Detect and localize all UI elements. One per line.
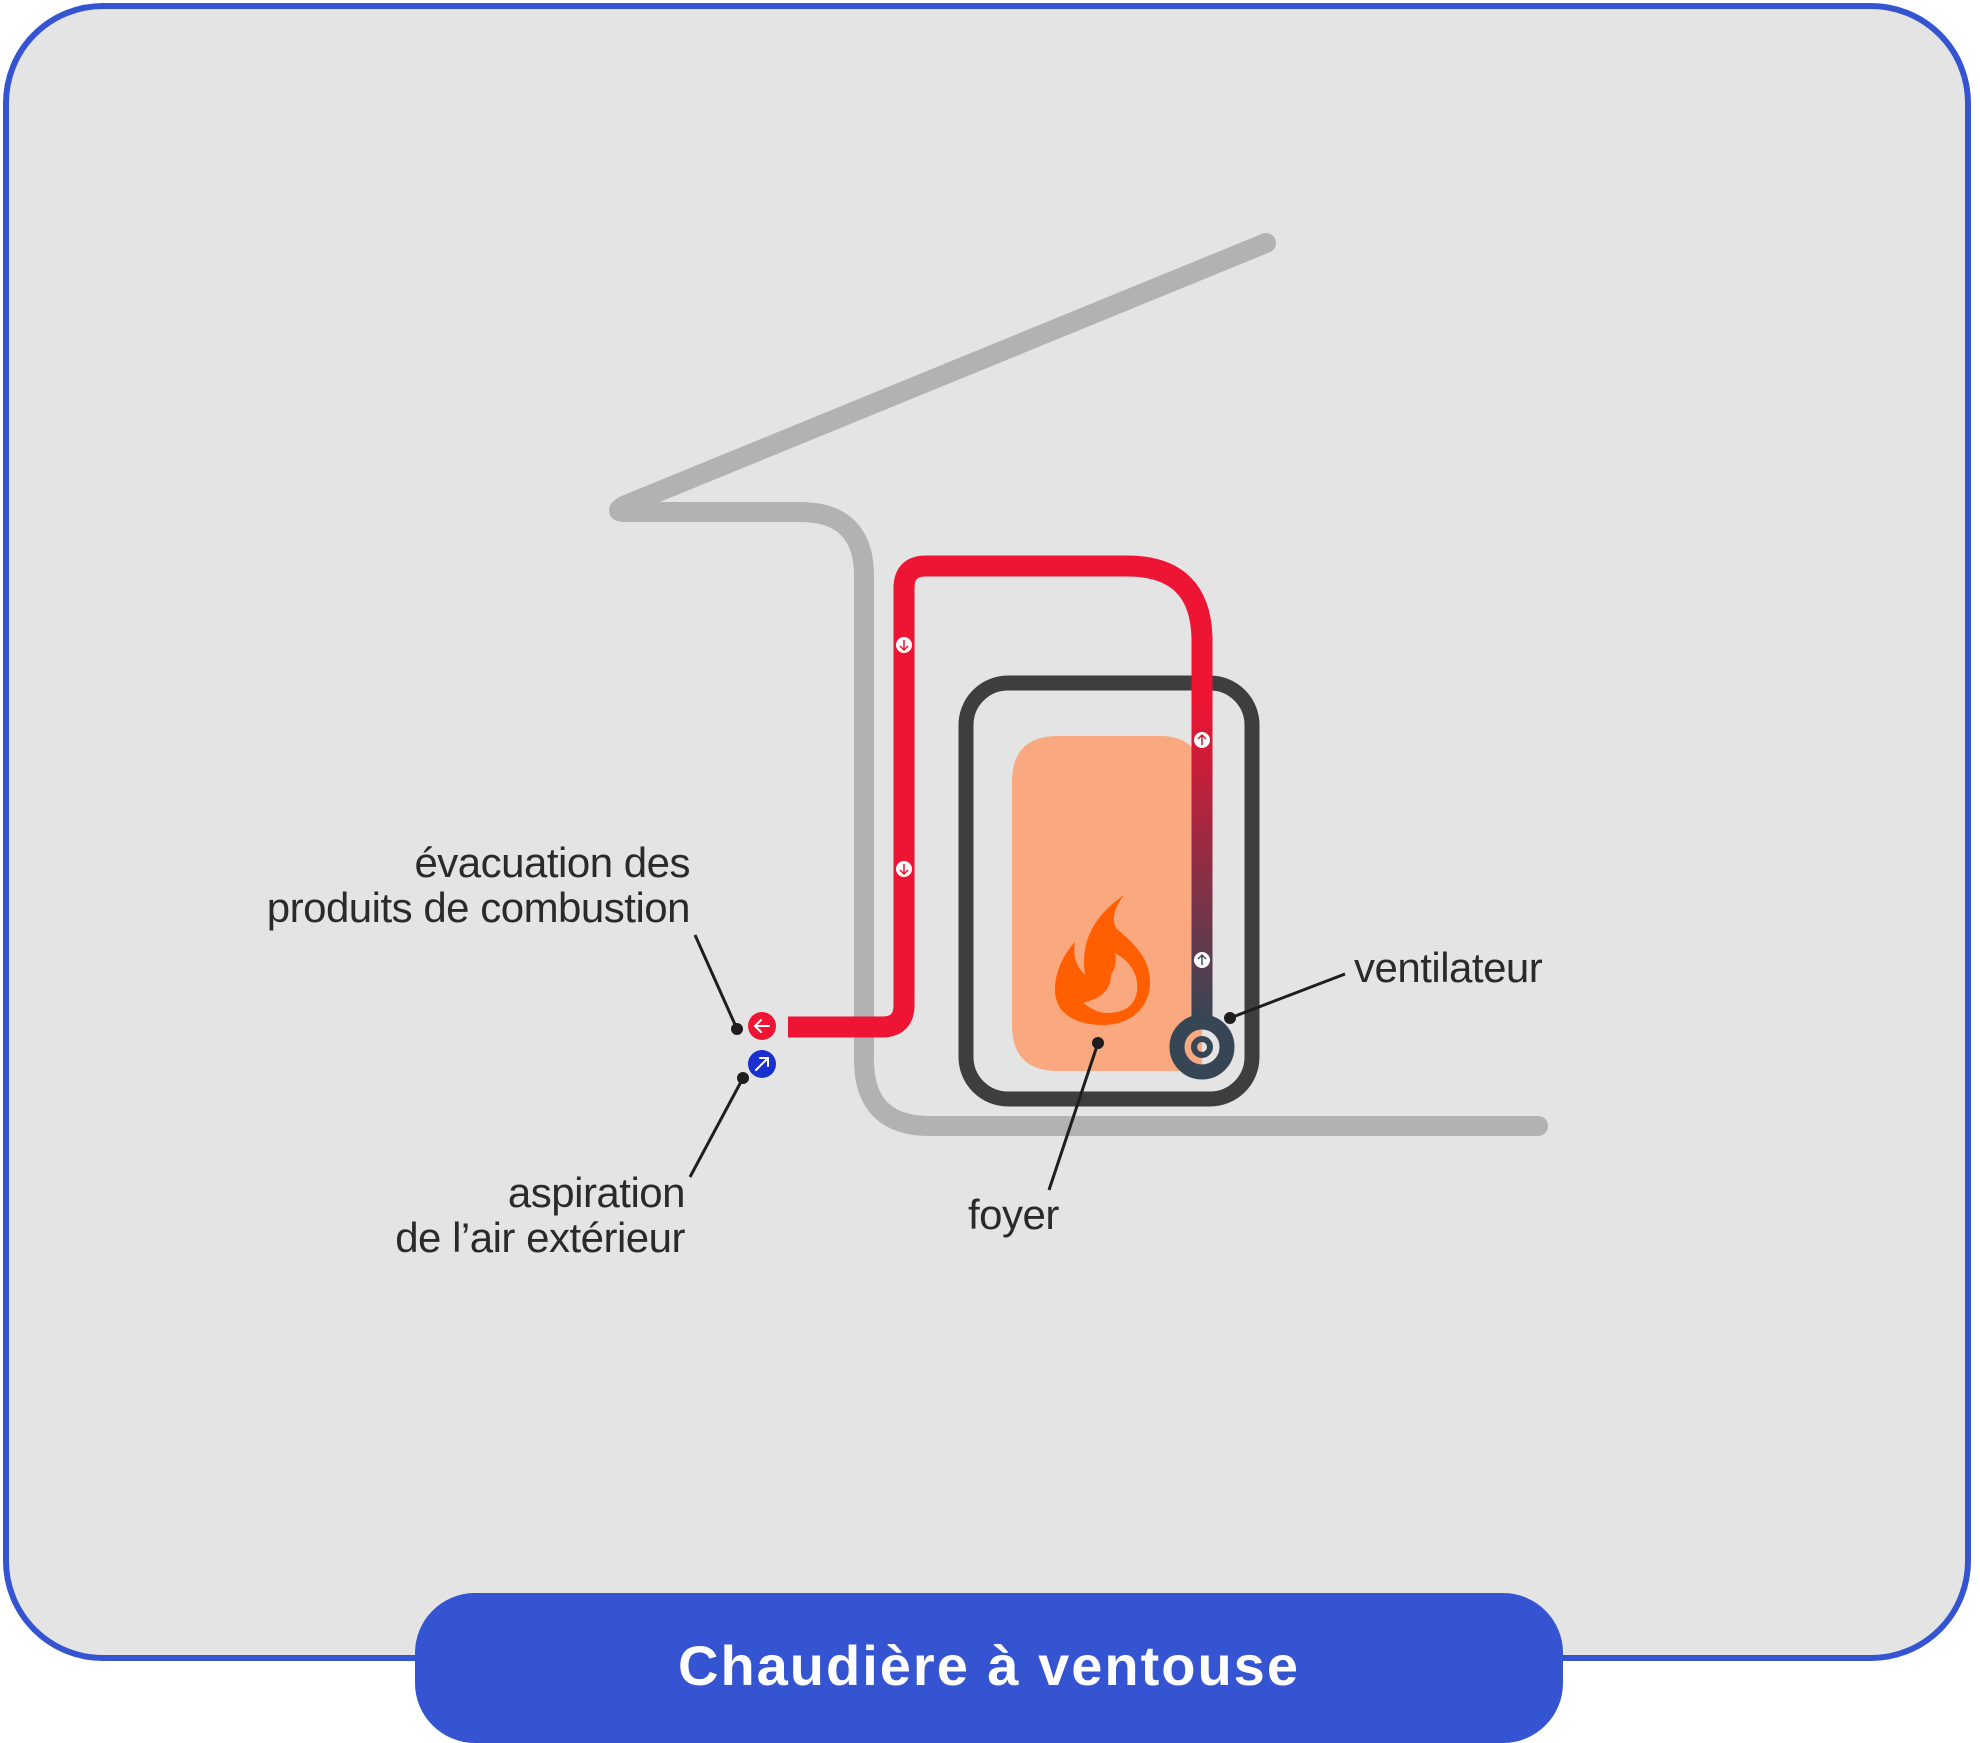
leader-lines — [688, 934, 1346, 1191]
title-banner: Chaudière à ventouse — [415, 1593, 1563, 1743]
label-evacuation-line1: évacuation des — [414, 839, 690, 886]
arrow-left-circle-icon — [748, 1012, 776, 1040]
label-ventilateur: ventilateur — [1354, 944, 1543, 991]
label-evacuation: évacuation des produits de combustion — [266, 839, 691, 931]
boiler-casing — [958, 675, 1260, 1107]
arrow-up-right-circle-icon — [748, 1050, 776, 1078]
diagram-title: Chaudière à ventouse — [678, 1634, 1300, 1697]
label-aspiration-line2: de l’air extérieur — [395, 1214, 685, 1261]
label-aspiration-line1: aspiration — [507, 1169, 686, 1216]
arrow-down-icon — [896, 861, 912, 877]
fan-icon — [1169, 1014, 1235, 1080]
label-aspiration: aspiration de l’air extérieur — [395, 1170, 685, 1260]
label-evacuation-line2: produits de combustion — [266, 884, 691, 931]
arrow-down-icon — [896, 637, 912, 653]
label-foyer: foyer — [968, 1191, 1059, 1238]
arrow-up-icon — [1194, 952, 1210, 968]
exhaust-pipe — [788, 555, 1213, 1038]
arrow-up-icon — [1194, 732, 1210, 748]
flame-icon — [1055, 895, 1150, 1025]
house-outline — [609, 233, 1548, 1136]
diagram-frame — [3, 3, 1971, 1661]
